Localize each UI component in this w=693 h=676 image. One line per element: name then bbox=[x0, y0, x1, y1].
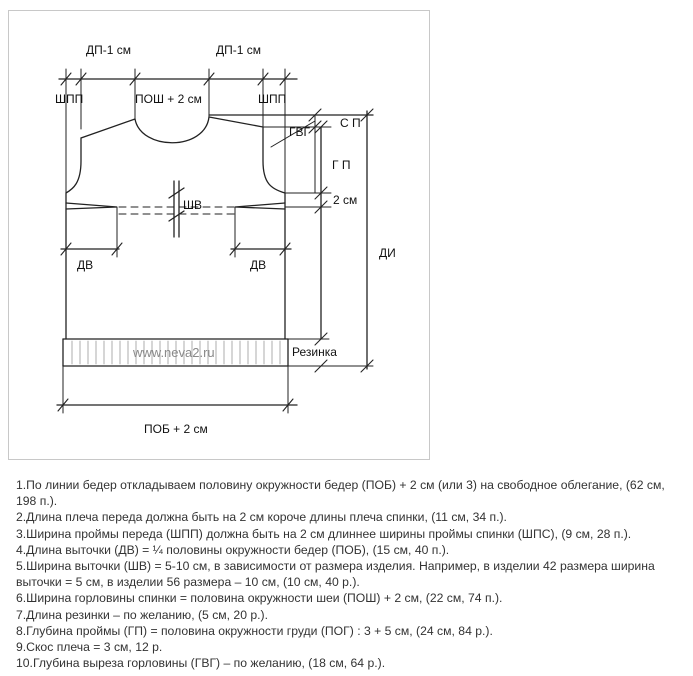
instruction-item: 3.Ширина проймы переда (ШПП) должна быть… bbox=[16, 526, 632, 541]
gvg-leader bbox=[270, 120, 316, 148]
pattern-diagram-svg: ДП-1 см ДП-1 см ШПП ШПП ПОШ + 2 см С П Г… bbox=[55, 43, 396, 436]
dart-centre-lines bbox=[118, 206, 235, 215]
top-dimension-ticks bbox=[60, 72, 291, 86]
instruction-item: 10.Глубина выреза горловины (ГВГ) – по ж… bbox=[16, 656, 386, 671]
tick bbox=[60, 242, 72, 256]
tick bbox=[229, 242, 241, 256]
label-di: ДИ bbox=[379, 246, 396, 260]
watermark: www.neva2.ru bbox=[132, 345, 215, 360]
dart-left bbox=[65, 202, 118, 210]
label-dv-left: ДВ bbox=[77, 258, 93, 272]
label-rezinka: Резинка bbox=[292, 345, 337, 359]
label-shpp-left: ШПП bbox=[55, 92, 83, 106]
instruction-item: 2.Длина плеча переда должна быть на 2 см… bbox=[16, 510, 507, 525]
instructions-list: 1.По линии бедер откладываем половину ок… bbox=[16, 477, 688, 671]
tick bbox=[282, 398, 294, 412]
instruction-item: 8.Глубина проймы (ГП) = половина окружно… bbox=[16, 623, 493, 638]
label-shpp-right: ШПП bbox=[258, 92, 286, 106]
label-two-cm: 2 см bbox=[333, 193, 357, 207]
label-dp-right: ДП-1 см bbox=[216, 43, 261, 57]
label-gvg: ГВГ bbox=[289, 125, 311, 139]
dart-width-tick bbox=[168, 187, 185, 199]
label-dp-left: ДП-1 см bbox=[86, 43, 131, 57]
label-gp: Г П bbox=[332, 158, 350, 172]
label-posh: ПОШ + 2 см bbox=[135, 92, 202, 106]
tick bbox=[57, 398, 69, 412]
instruction-item: 5.Ширина выточки (ШВ) = 5-10 см, в завис… bbox=[16, 559, 655, 590]
tick bbox=[111, 242, 123, 256]
garment-outline bbox=[65, 116, 286, 340]
dart-width-tick bbox=[168, 210, 185, 222]
instruction-item: 7.Длина резинки – по желанию, (5 см, 20 … bbox=[16, 607, 268, 622]
right-dimension-ticks bbox=[308, 108, 374, 373]
instruction-item: 1.По линии бедер откладываем половину ок… bbox=[16, 478, 665, 509]
label-shv: ШВ bbox=[183, 198, 202, 212]
tick bbox=[279, 242, 291, 256]
instruction-item: 9.Скос плеча = 3 см, 12 р. bbox=[16, 640, 163, 655]
instruction-item: 6.Ширина горловины спинки = половина окр… bbox=[16, 591, 503, 606]
dart-right bbox=[234, 202, 286, 210]
label-dv-right: ДВ bbox=[250, 258, 266, 272]
label-pob: ПОБ + 2 см bbox=[144, 422, 208, 436]
ribbing-stripes bbox=[71, 340, 281, 365]
instruction-item: 4.Длина выточки (ДВ) = ¼ половины окружн… bbox=[16, 542, 450, 557]
pattern-diagram: ДП-1 см ДП-1 см ШПП ШПП ПОШ + 2 см С П Г… bbox=[8, 10, 430, 460]
label-sp: С П bbox=[340, 116, 361, 130]
